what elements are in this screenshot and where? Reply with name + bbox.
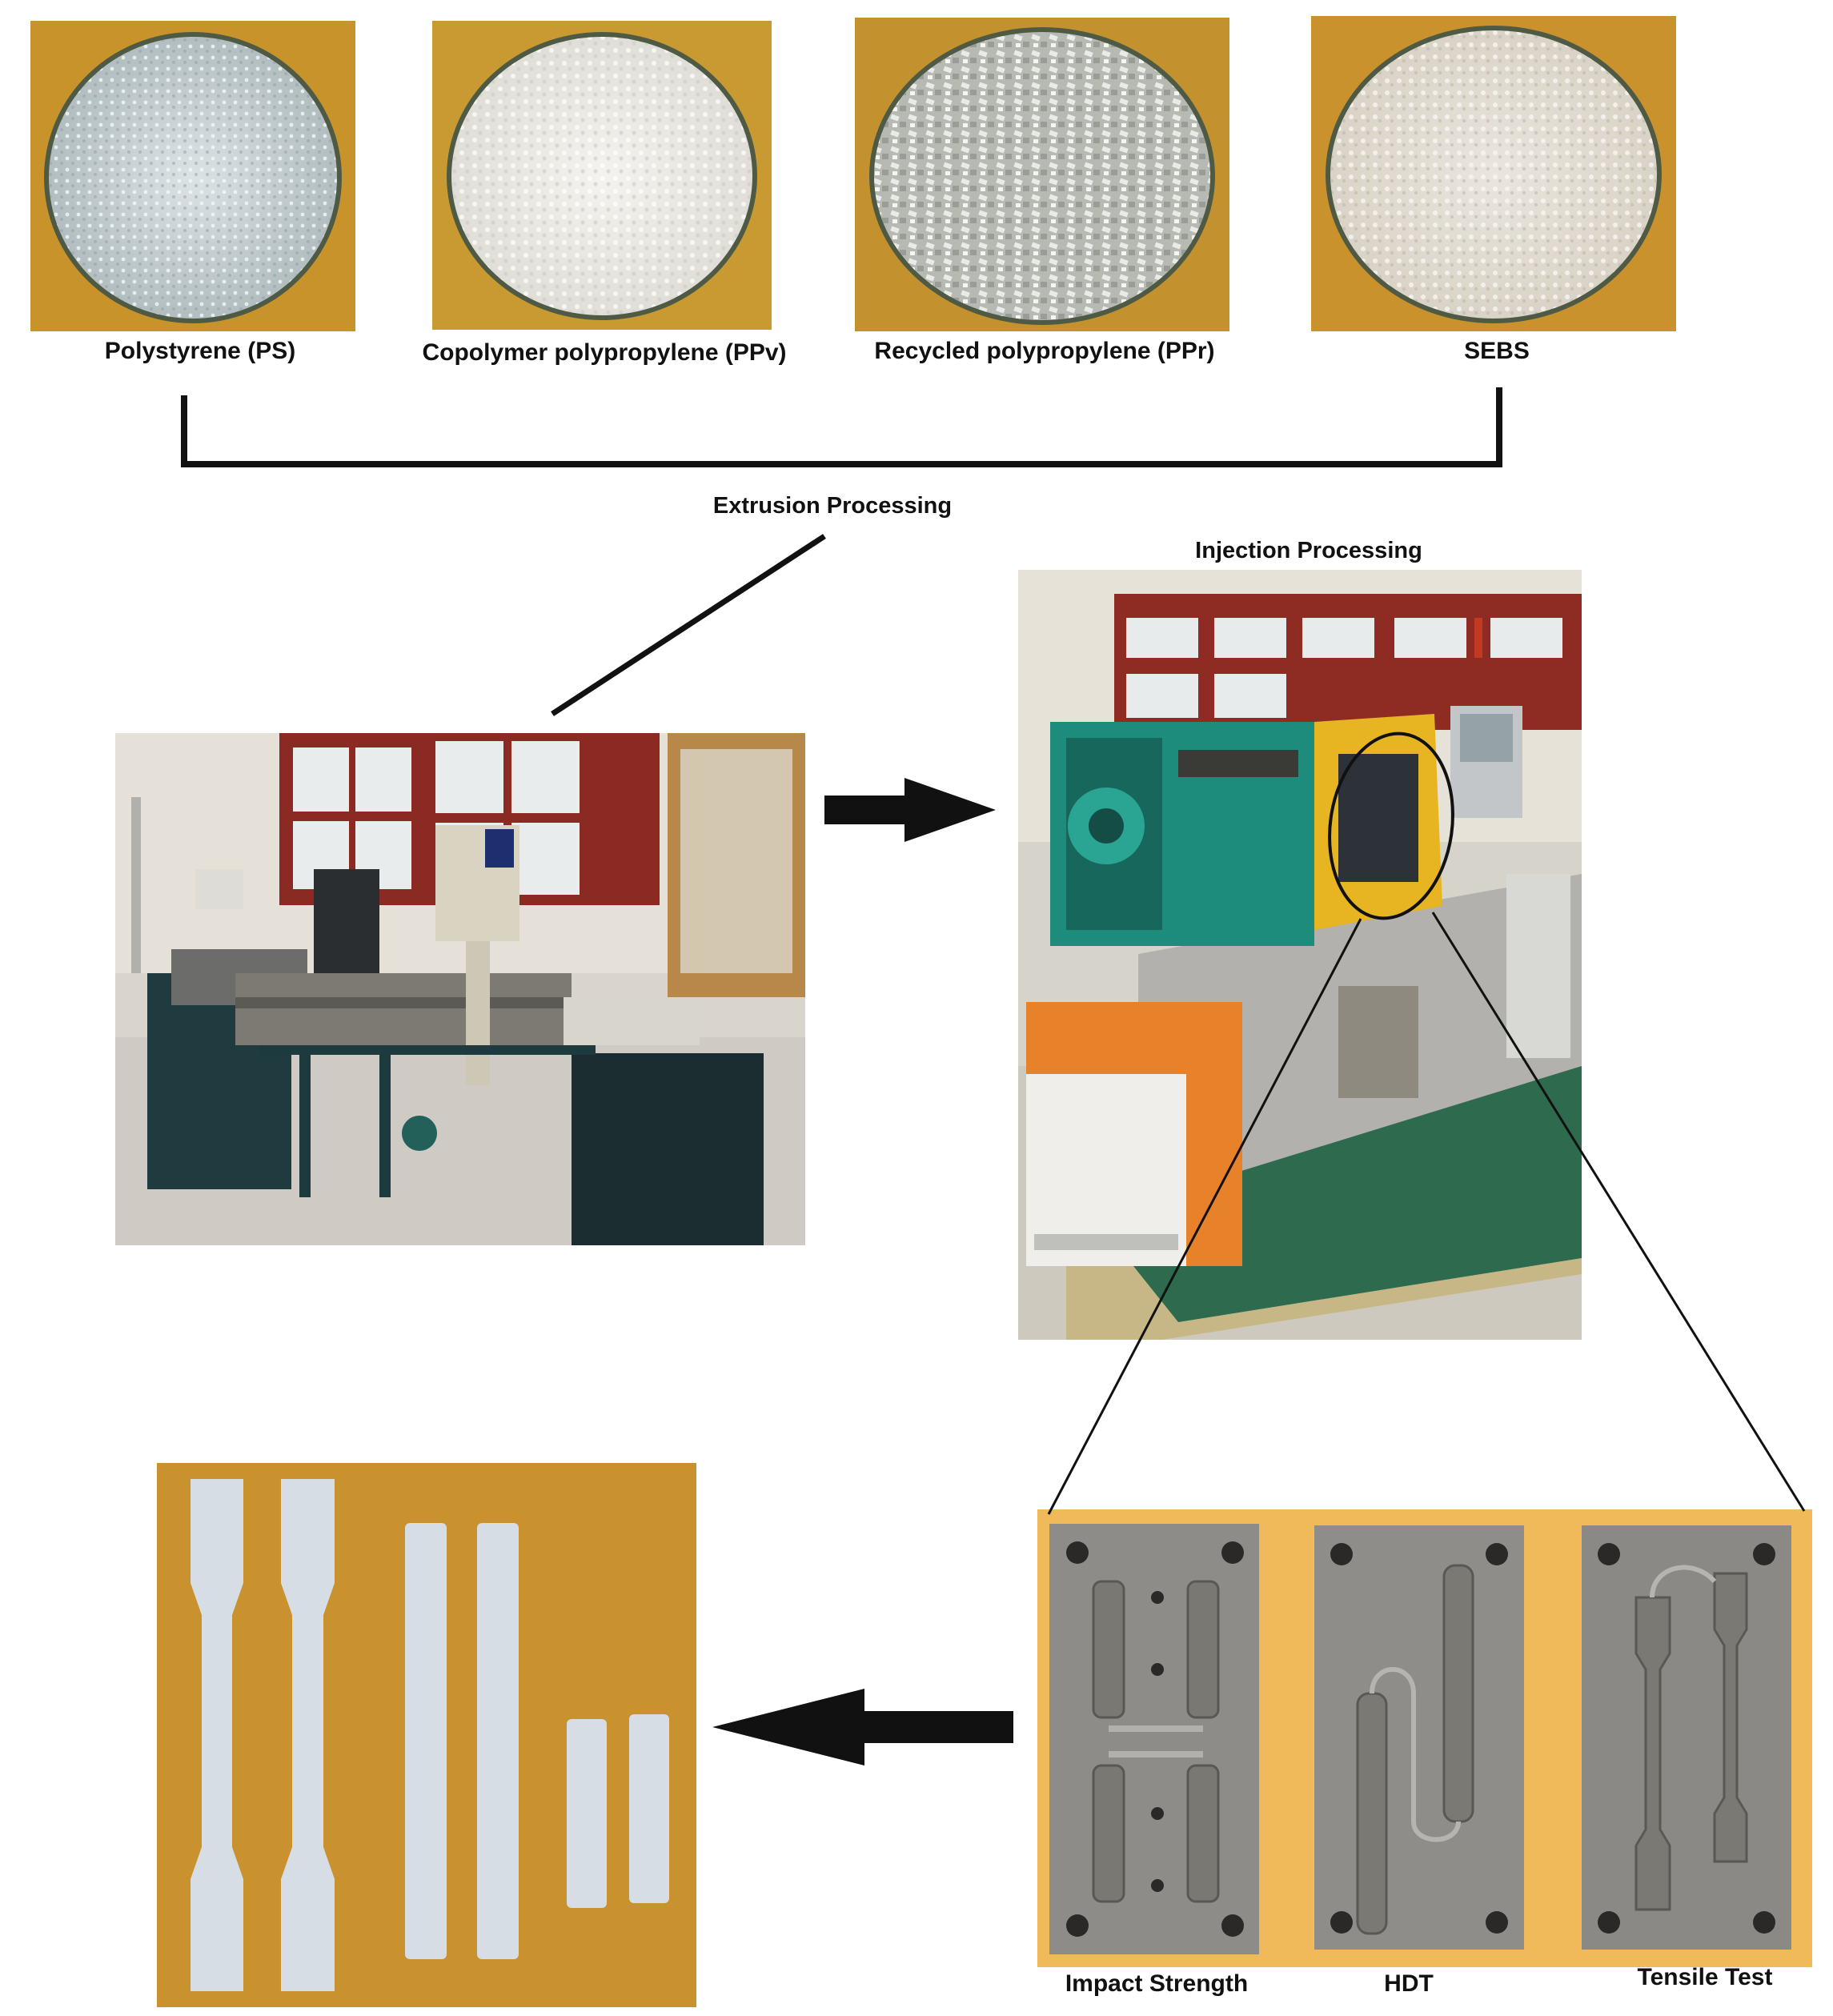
- extrusion-connector-line: [551, 534, 826, 716]
- material-label-ps: Polystyrene (PS): [104, 338, 296, 364]
- molds-photo: [1037, 1509, 1812, 1967]
- mold-label-impact-strength: Impact Strength: [1065, 1970, 1249, 1997]
- injection-molding-machine-icon: [1018, 570, 1582, 1340]
- sebs-dish-photo: [1311, 16, 1676, 331]
- arrow-right-icon: [824, 778, 996, 842]
- materials-bracket: [181, 387, 1502, 467]
- arrow-left-icon: [712, 1689, 1013, 1766]
- ppr-flakes-dish-icon: [869, 27, 1215, 325]
- ppv-pellets-dish-icon: [447, 32, 757, 320]
- material-label-ppv: Copolymer polypropylene (PPv): [422, 339, 787, 366]
- injected-specimens-icon: [191, 1479, 669, 1991]
- ps-dish-photo: [30, 21, 355, 331]
- sebs-pellets-dish-icon: [1326, 26, 1662, 323]
- material-label-ppr: Recycled polypropylene (PPr): [874, 338, 1215, 364]
- injection-machine-photo: [1018, 570, 1582, 1340]
- test-specimens-photo: [157, 1463, 696, 2007]
- extrusion-processing-label: Extrusion Processing: [712, 493, 953, 519]
- ps-pellets-dish-icon: [44, 32, 342, 323]
- mold-plates-icon: [1049, 1524, 1791, 1954]
- extruder-machine-icon: [115, 733, 805, 1245]
- ppv-dish-photo: [432, 21, 772, 330]
- extrusion-line-photo: [115, 733, 805, 1245]
- material-label-sebs: SEBS: [1464, 338, 1530, 364]
- mold-label-hdt: HDT: [1384, 1970, 1434, 1997]
- ppr-dish-photo: [855, 18, 1229, 331]
- mold-label-tensile-test: Tensile Test: [1637, 1964, 1773, 1990]
- injection-processing-label: Injection Processing: [1195, 538, 1422, 563]
